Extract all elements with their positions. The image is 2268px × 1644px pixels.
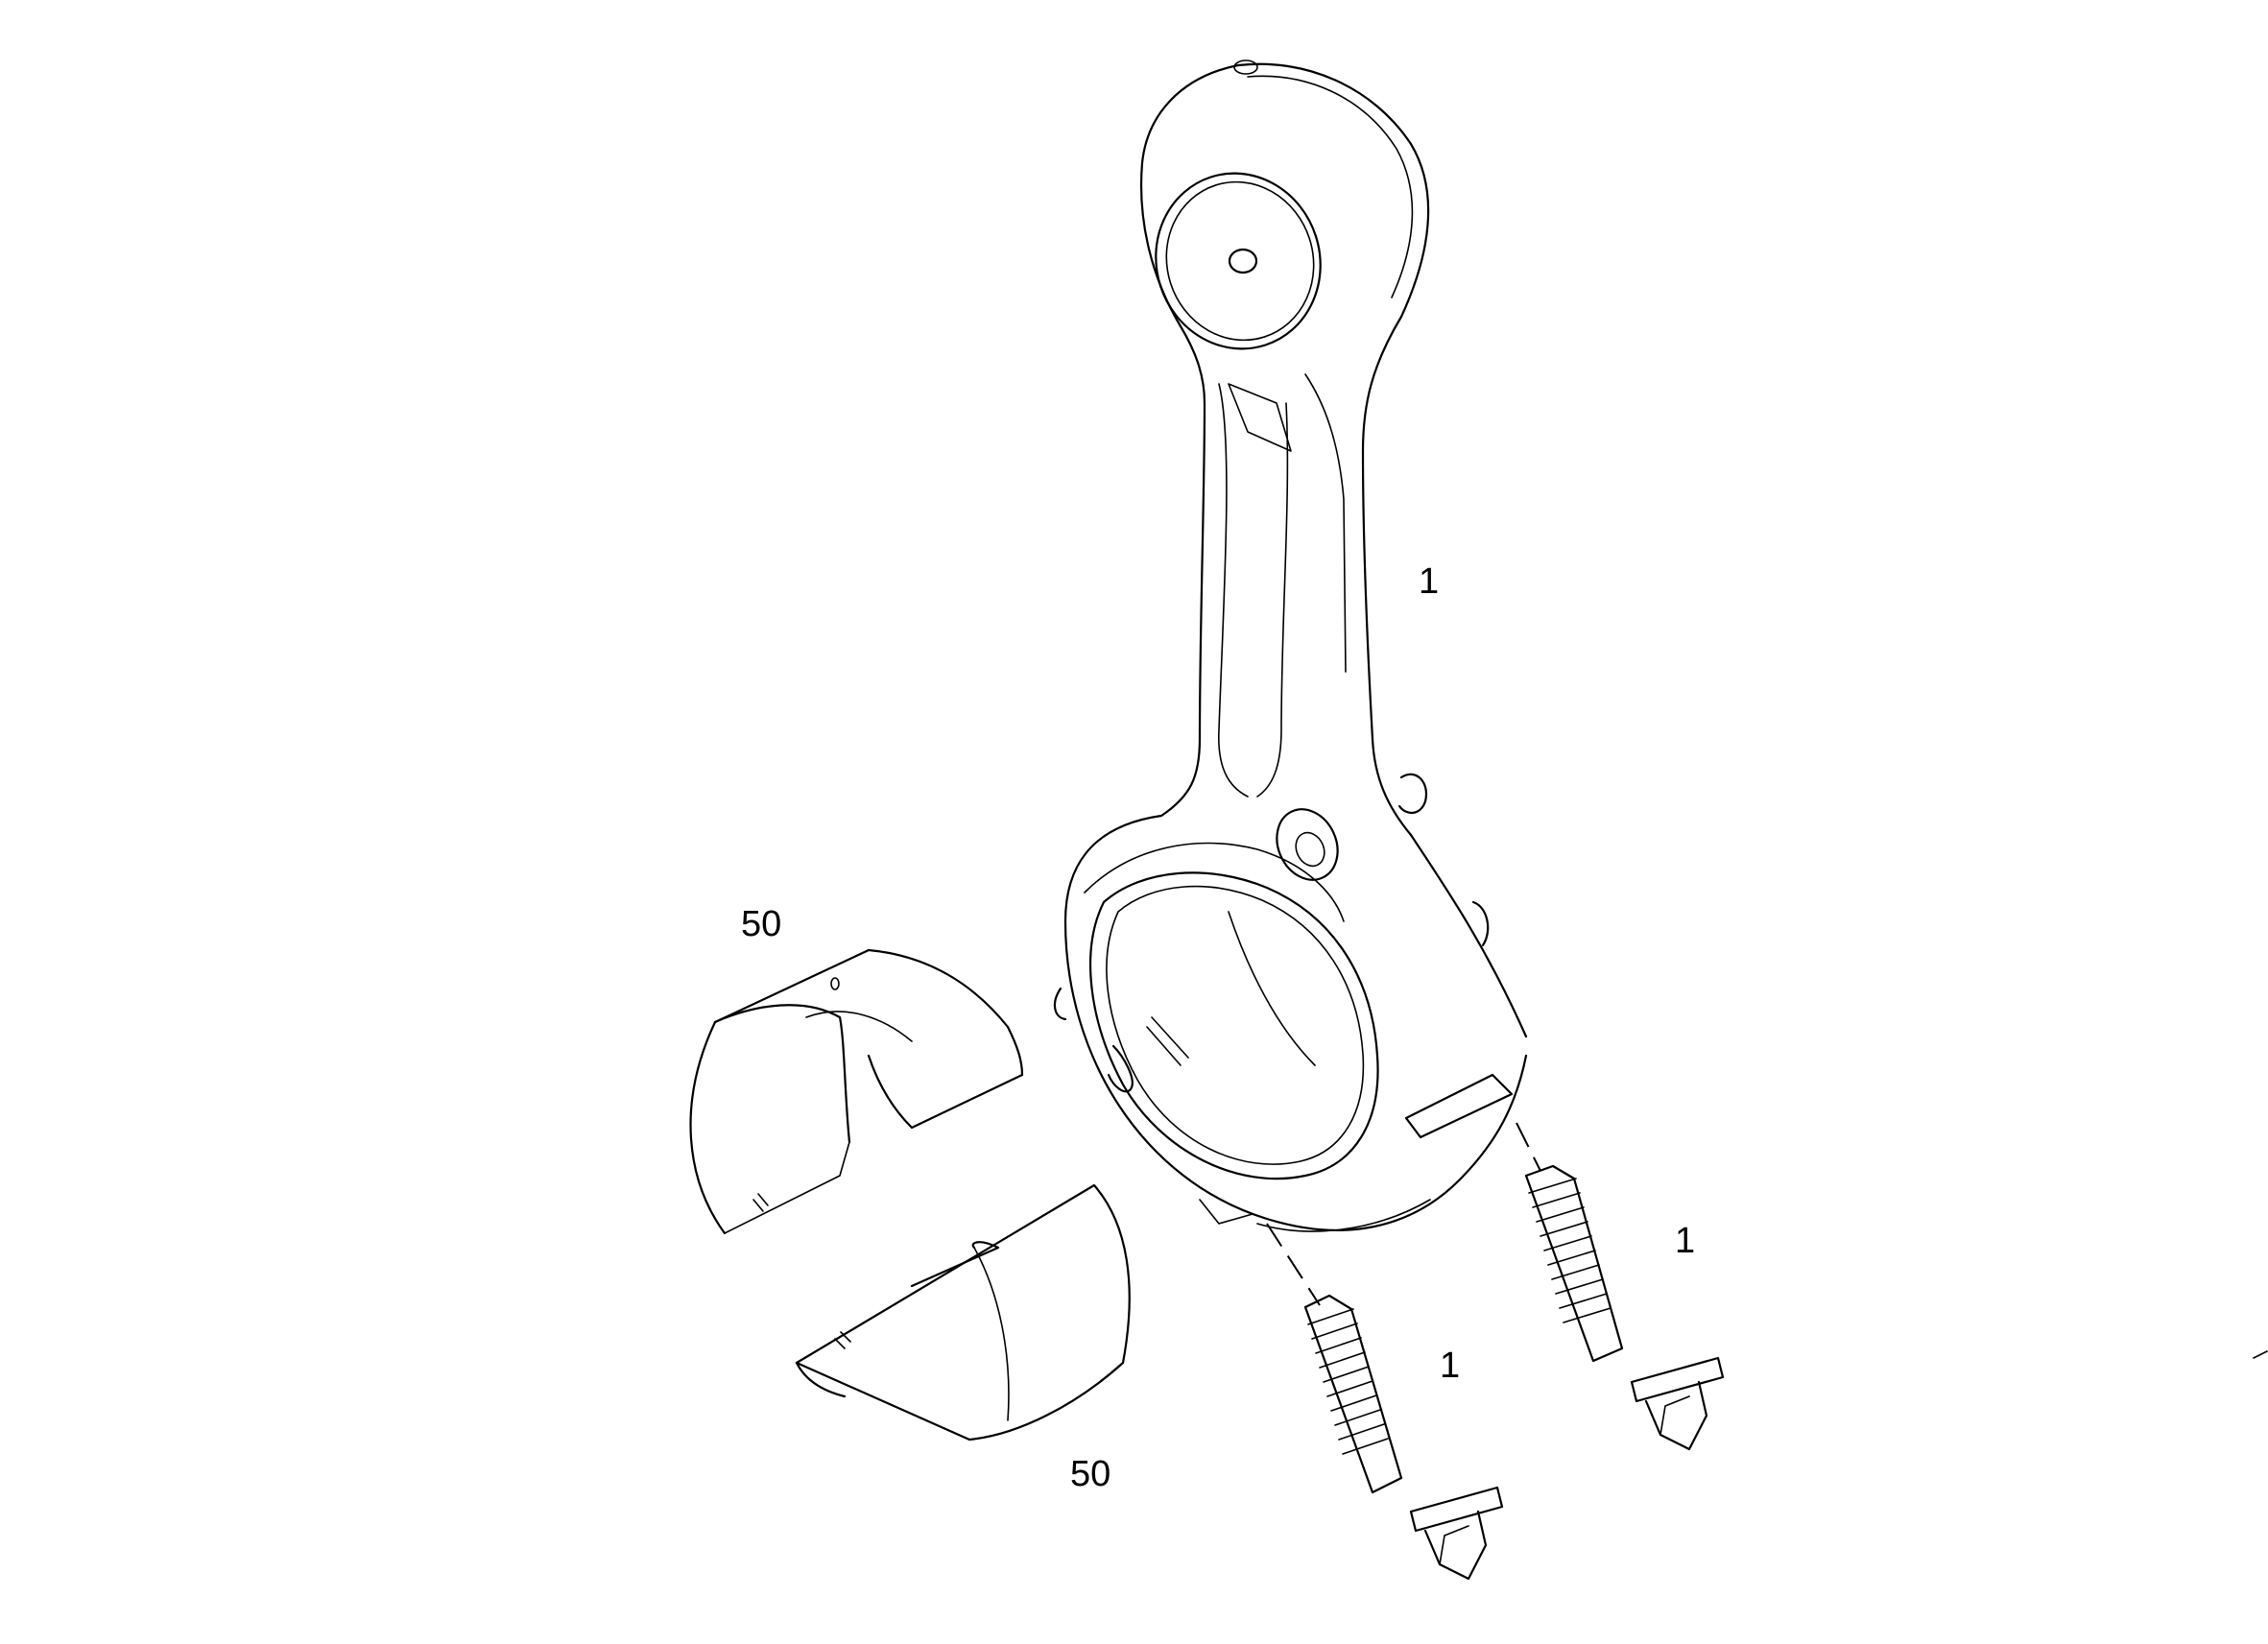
rod-boss [1276, 808, 1339, 881]
callout-bearing-upper: 50 [741, 904, 781, 944]
oil-hole [1228, 248, 1258, 274]
callout-bearing-lower: 50 [1070, 1454, 1110, 1494]
corner-mark [2253, 1350, 2268, 1359]
rod-bolt-left [1266, 1223, 1504, 1581]
connecting-rod [1053, 60, 1528, 1232]
leader-line-bolt-left [1266, 1223, 1321, 1306]
bearing-shell-upper [689, 948, 1024, 1235]
big-end-bore [1089, 871, 1379, 1180]
callout-bolt-right: 1 [1675, 1221, 1695, 1261]
bearing-shell-lower [795, 1183, 1131, 1441]
callout-rod: 1 [1419, 561, 1439, 602]
leader-line-bolt-right [1516, 1122, 1541, 1172]
small-end-bore [1155, 172, 1322, 350]
rod-bolt-right [1516, 1122, 1725, 1451]
callout-bolt-left: 1 [1440, 1346, 1460, 1386]
